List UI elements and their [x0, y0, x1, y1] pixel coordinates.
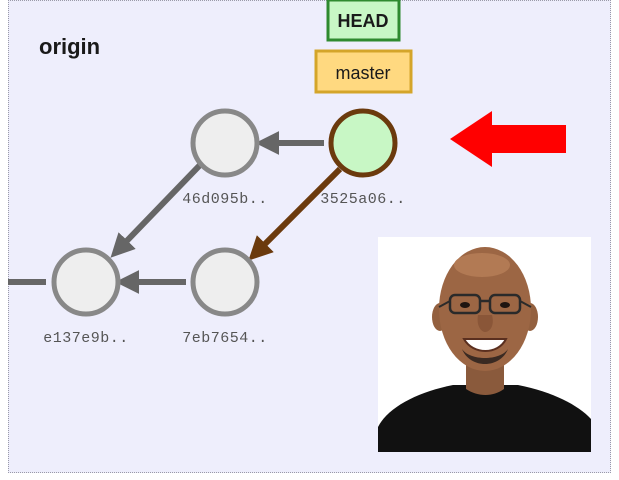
commit-hash-label: 46d095b..	[182, 191, 268, 208]
commit-node-46d095b[interactable]	[190, 108, 260, 178]
branch-ref-tag: master	[314, 49, 413, 94]
commit-node-3525a06[interactable]	[328, 108, 398, 178]
commit-hash-label: 7eb7654..	[182, 330, 268, 347]
edge-3525a06-to-7eb7654	[248, 166, 343, 261]
remote-repository-panel: origin	[8, 0, 611, 473]
commit-node-7eb7654[interactable]	[190, 247, 260, 317]
head-ref-tag: HEAD	[326, 0, 401, 42]
pointer-arrow-icon	[450, 111, 566, 167]
edge-46d095b-to-e137e9b	[110, 161, 204, 258]
commit-node-e137e9b[interactable]	[51, 247, 121, 317]
branch-ref-label: master	[335, 63, 390, 83]
remote-title: origin	[39, 34, 101, 59]
head-ref-label: HEAD	[337, 11, 388, 31]
commit-hash-label: e137e9b..	[43, 330, 129, 347]
person-portrait-photo	[378, 237, 591, 452]
commit-hash-label: 3525a06..	[320, 191, 406, 208]
